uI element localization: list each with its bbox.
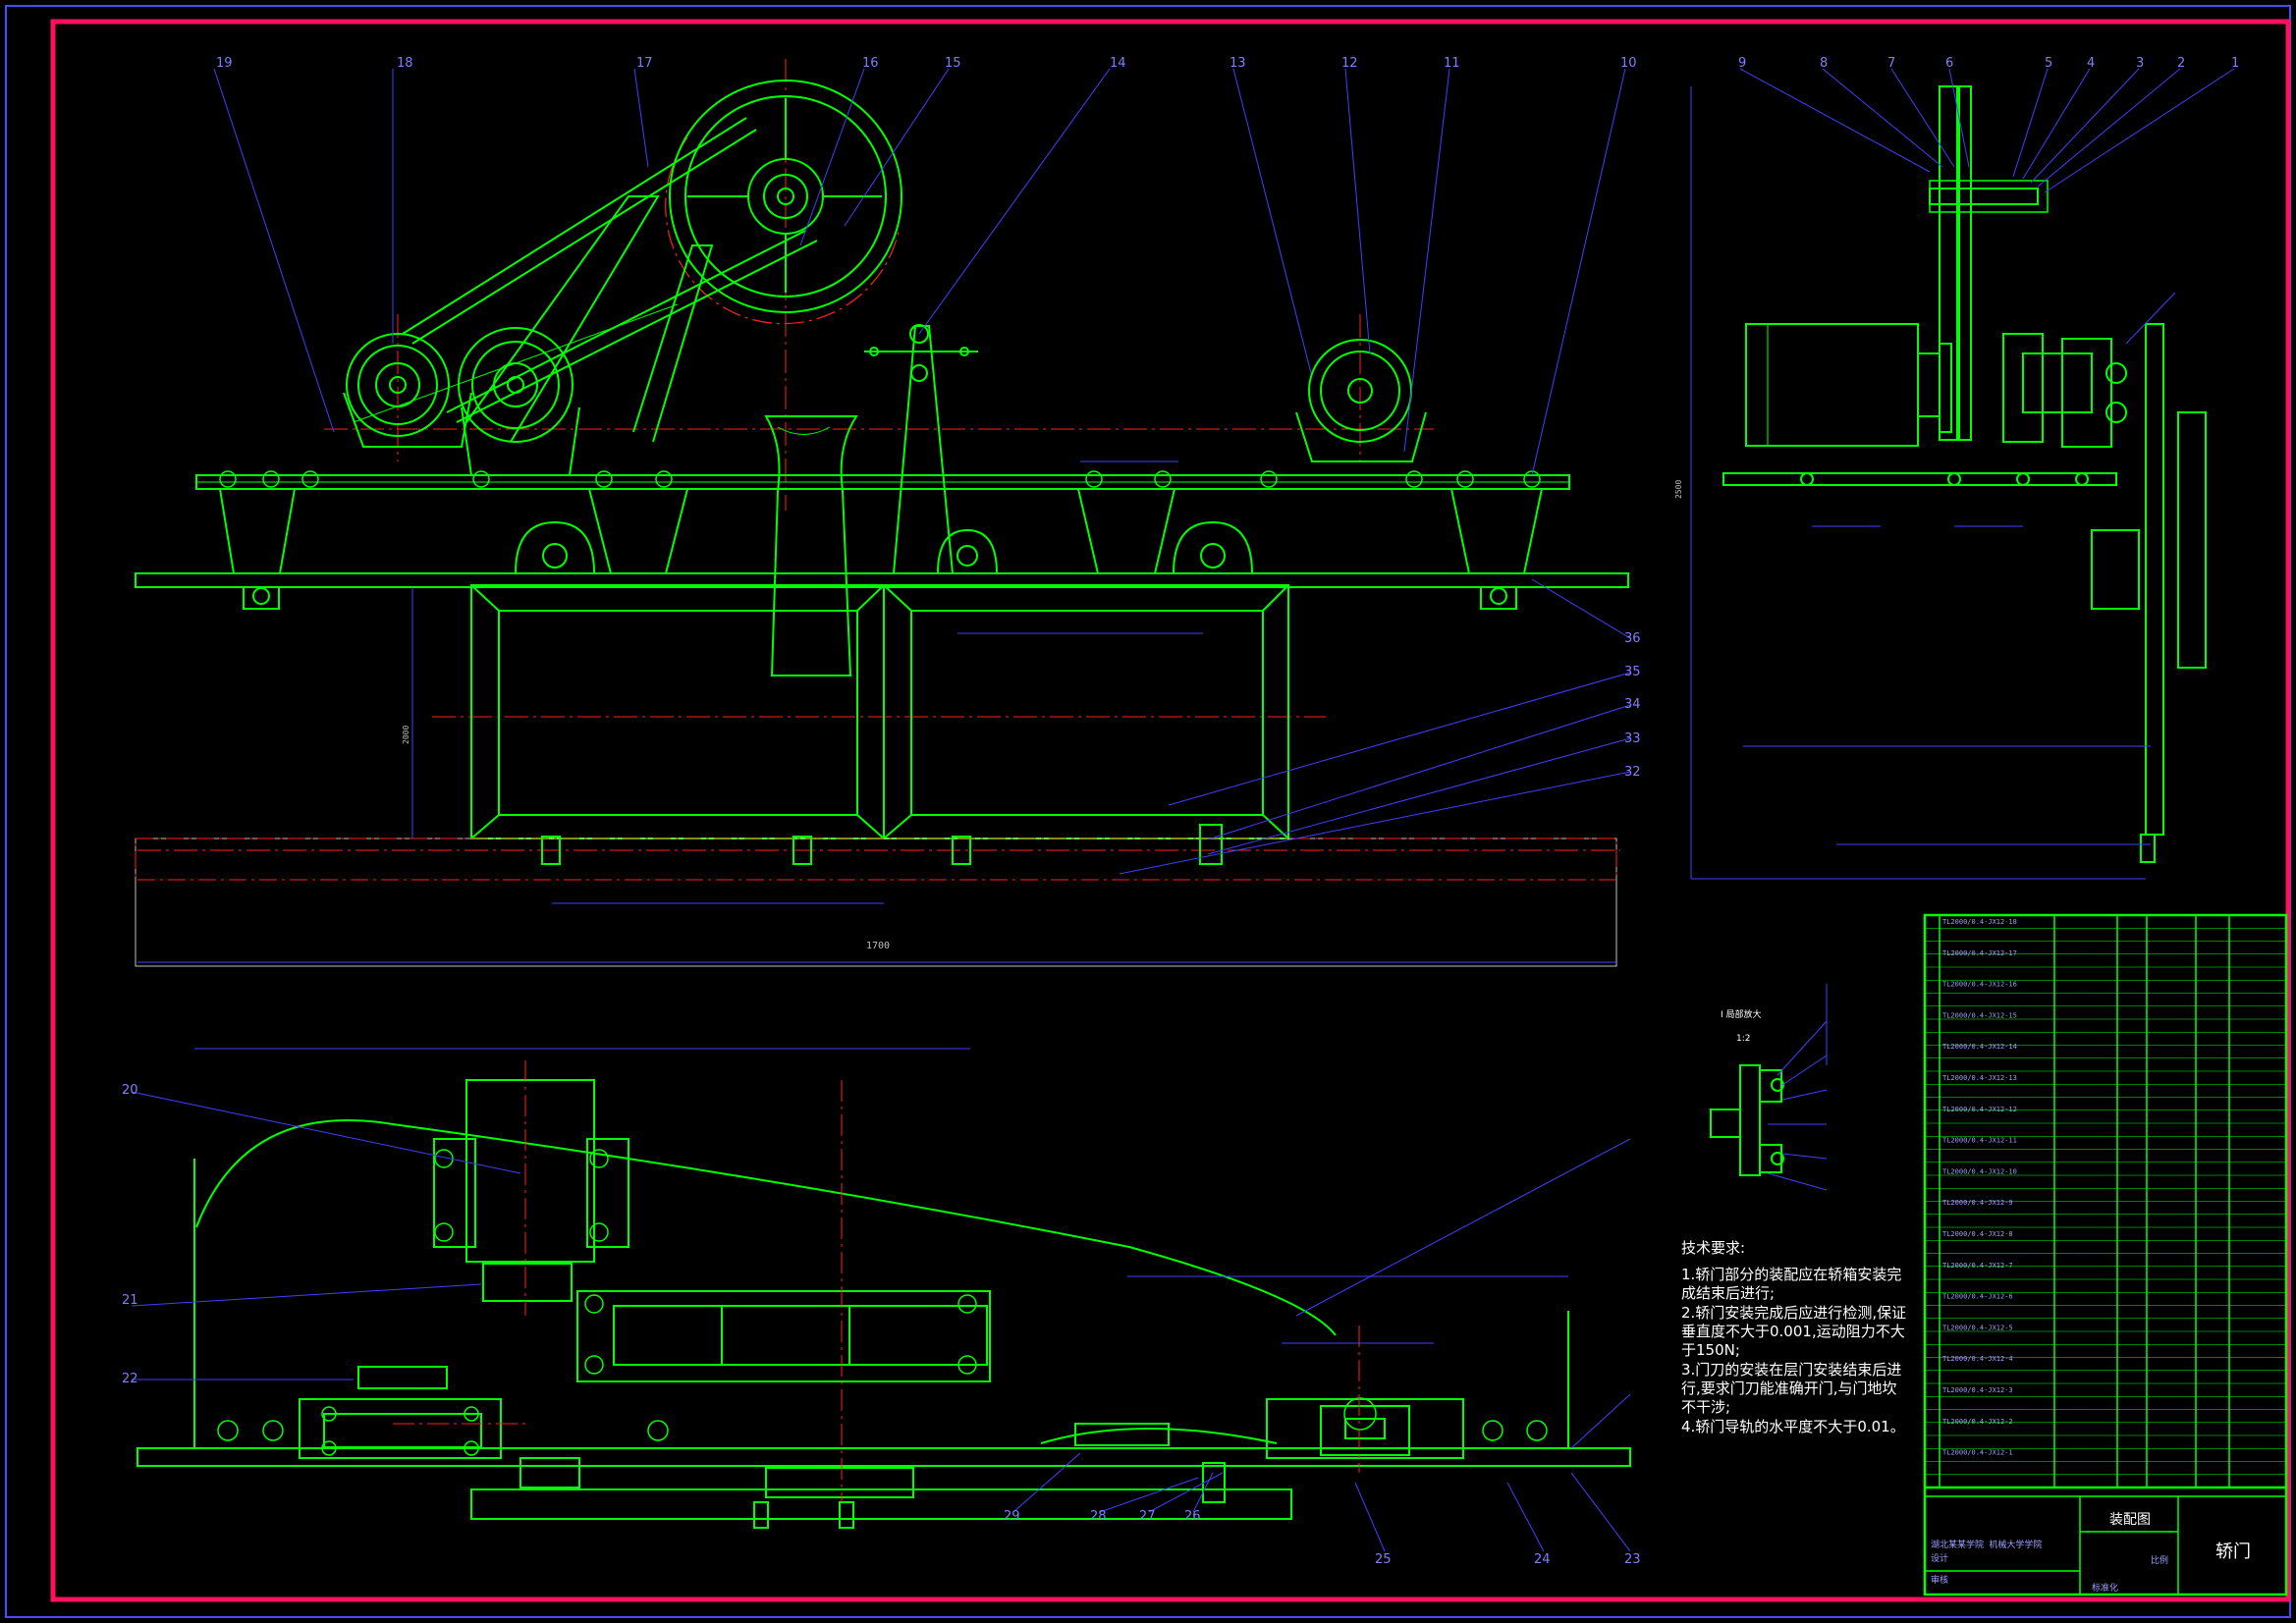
- balloon-1: 1: [2231, 56, 2239, 71]
- technical-notes: 技术要求: 1.轿门部分的装配应在轿箱安装完成结束后进行; 2.轿门安装完成后应…: [1681, 1239, 1907, 1437]
- balloon-25: 25: [1375, 1552, 1392, 1567]
- balloon-28: 28: [1090, 1509, 1107, 1524]
- balloon-22: 22: [122, 1372, 138, 1386]
- title-designer: 设计: [1931, 1552, 1948, 1564]
- parts-list-code: TL2000/0.4-JX12-13: [1942, 1074, 2017, 1082]
- front-dimensions: [137, 460, 1616, 963]
- parts-list-code: TL2000/0.4-JX12-2: [1942, 1418, 2013, 1426]
- parts-list-code: TL2000/0.4-JX12-15: [1942, 1011, 2017, 1019]
- title-drawing-type: 装配图: [2109, 1512, 2151, 1528]
- balloon-17: 17: [636, 56, 653, 71]
- parts-list-code: TL2000/0.4-JX12-10: [1942, 1167, 2017, 1175]
- note-item-4: 4.轿门导轨的水平度不大于0.01。: [1681, 1418, 1905, 1435]
- balloon-9: 9: [1738, 56, 1746, 71]
- detail-title: I 局部放大: [1721, 1008, 1762, 1020]
- parts-list-code: TL2000/0.4-JX12-6: [1942, 1293, 2013, 1301]
- detail-leaders: [1767, 984, 1828, 1191]
- title-checker: 审核: [1931, 1574, 1948, 1586]
- parts-list-code: TL2000/0.4-JX12-14: [1942, 1043, 2017, 1051]
- balloon-13: 13: [1230, 56, 1246, 71]
- side-dimensions: [1690, 86, 2151, 880]
- parts-list-code: TL2000/0.4-JX12-7: [1942, 1262, 2013, 1270]
- balloon-3: 3: [2136, 56, 2144, 71]
- side-view: [1722, 85, 2207, 863]
- dim-front-height: 2000: [402, 726, 410, 744]
- note-item-2: 2.轿门安装完成后应进行检测,保证垂直度不大于0.001,运动阻力不大于150N…: [1681, 1304, 1907, 1359]
- parts-list-code: TL2000/0.4-JX12-5: [1942, 1324, 2013, 1331]
- balloon-35: 35: [1624, 665, 1641, 679]
- balloons-left: 20 21 22: [122, 1083, 138, 1386]
- notes-heading: 技术要求:: [1681, 1239, 1746, 1257]
- balloon-16: 16: [862, 56, 879, 71]
- note-item-3: 3.门刀的安装在层门安装结束后进行,要求门刀能准确开门,与门地坎不干涉;: [1681, 1361, 1902, 1416]
- parts-list-code: TL2000/0.4-JX12-11: [1942, 1137, 2017, 1145]
- balloons-top: 19 18 17 16 15 14 13 12 11 10 9 8 7 6 5 …: [216, 56, 2239, 71]
- balloon-5: 5: [2045, 56, 2052, 71]
- balloon-11: 11: [1444, 56, 1460, 71]
- parts-list-code: TL2000/0.4-JX12-3: [1942, 1386, 2013, 1394]
- plan-centerlines: [393, 1060, 1360, 1502]
- balloon-20: 20: [122, 1083, 138, 1098]
- balloon-4: 4: [2087, 56, 2095, 71]
- balloon-15: 15: [945, 56, 961, 71]
- balloon-18: 18: [397, 56, 413, 71]
- balloon-26: 26: [1184, 1509, 1201, 1524]
- balloon-8: 8: [1820, 56, 1828, 71]
- balloon-33: 33: [1624, 731, 1641, 746]
- balloon-10: 10: [1620, 56, 1637, 71]
- title-institution: 湖北某某学院 机械大学学院: [1931, 1539, 2042, 1550]
- balloon-24: 24: [1534, 1552, 1551, 1567]
- parts-list-code: TL2000/0.4-JX12-18: [1942, 918, 2017, 926]
- plan-view: [137, 1079, 1631, 1529]
- front-leaders: [213, 68, 1631, 875]
- parts-list-code: TL2000/0.4-JX12-12: [1942, 1106, 2017, 1113]
- parts-list-code: TL2000/0.4-JX12-8: [1942, 1230, 2013, 1238]
- parts-list-code: TL2000/0.4-JX12-16: [1942, 981, 2017, 989]
- balloon-36: 36: [1624, 631, 1641, 646]
- parts-list-code: TL2000/0.4-JX12-17: [1942, 949, 2017, 957]
- balloon-19: 19: [216, 56, 233, 71]
- parts-rows: [1925, 927, 2286, 1476]
- balloon-27: 27: [1139, 1509, 1156, 1524]
- drawing-frame: [50, 19, 2291, 1602]
- balloon-14: 14: [1110, 56, 1126, 71]
- balloon-21: 21: [122, 1293, 138, 1308]
- balloon-7: 7: [1887, 56, 1895, 71]
- title-name: 轿门: [2215, 1542, 2251, 1562]
- balloon-34: 34: [1624, 697, 1641, 712]
- note-item-1: 1.轿门部分的装配应在轿箱安装完成结束后进行;: [1681, 1266, 1902, 1302]
- balloon-2: 2: [2177, 56, 2185, 71]
- balloons-bottom: 29 28 27 26 25 24 23: [1004, 1509, 1641, 1567]
- plan-leaders: [131, 1091, 1631, 1552]
- balloon-32: 32: [1624, 765, 1641, 780]
- detail-view: [1710, 1064, 1784, 1176]
- balloon-6: 6: [1945, 56, 1953, 71]
- title-scale-header: 比例: [2151, 1554, 2168, 1566]
- front-view: [135, 59, 1629, 967]
- dim-total-width: 1700: [866, 941, 890, 951]
- parts-codes: TL2000/0.4-JX12-18TL2000/0.4-JX12-17TL20…: [1942, 918, 2017, 1457]
- parts-list-code: TL2000/0.4-JX12-1: [1942, 1449, 2013, 1457]
- balloon-29: 29: [1004, 1509, 1020, 1524]
- plan-dimensions: [194, 1048, 1568, 1344]
- dim-side-height: 2500: [1674, 480, 1683, 499]
- title-standard: 标准化: [2092, 1582, 2118, 1594]
- outer-sheet-border: [5, 5, 2291, 1618]
- parts-list-code: TL2000/0.4-JX12-4: [1942, 1355, 2013, 1363]
- side-leaders: [1739, 68, 2235, 345]
- detail-scale: 1:2: [1736, 1034, 1750, 1044]
- parts-list-code: TL2000/0.4-JX12-9: [1942, 1199, 2013, 1207]
- balloon-12: 12: [1341, 56, 1358, 71]
- balloons-right: 36 35 34 33 32: [1624, 631, 1641, 780]
- balloon-23: 23: [1624, 1552, 1641, 1567]
